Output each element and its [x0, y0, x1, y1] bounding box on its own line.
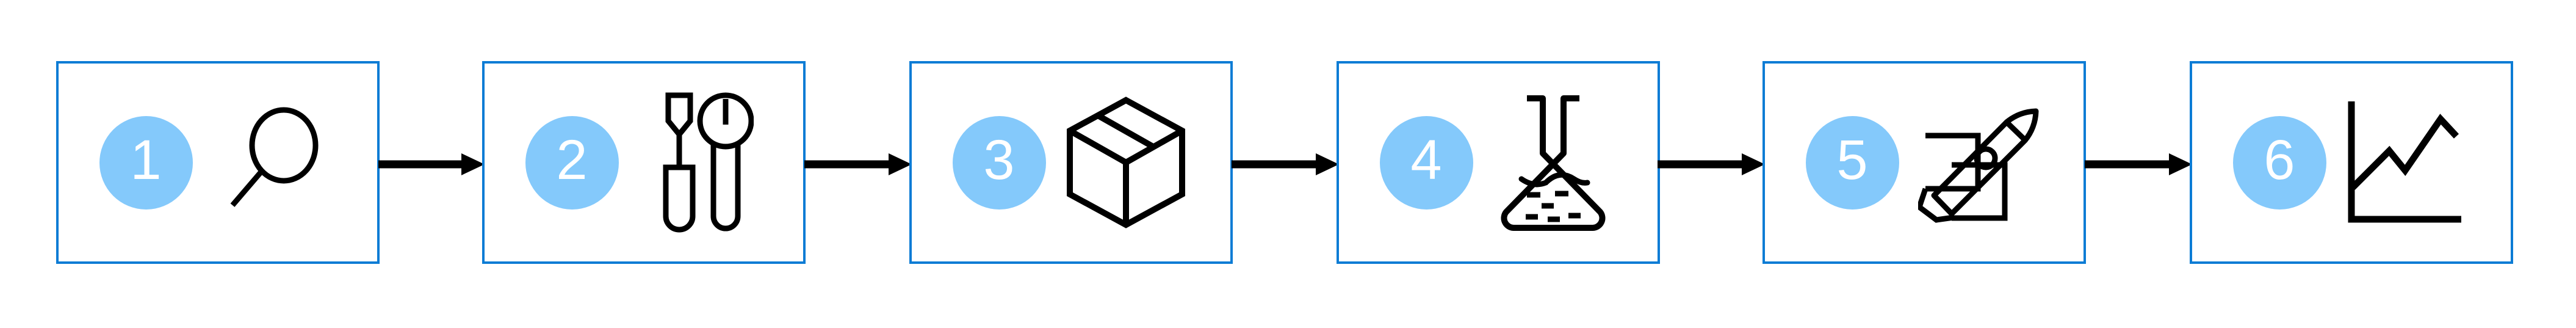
flow-arrow-3-to-4	[1232, 153, 1339, 175]
step-number-5: 5	[1836, 129, 1868, 191]
flow-arrow-1-to-2	[378, 153, 485, 175]
process-step-4[interactable]: 4	[1337, 61, 1660, 264]
screwdriver-and-wrench-icon	[635, 89, 763, 236]
step-number-badge-2: 2	[525, 115, 619, 210]
process-step-6[interactable]: 6	[2190, 61, 2513, 264]
line-chart-icon	[2342, 89, 2470, 236]
flow-arrow-4-to-5	[1658, 153, 1765, 175]
flow-arrow-5-to-6	[2085, 153, 2192, 175]
step-number-6: 6	[2264, 129, 2295, 191]
process-step-5[interactable]: 5	[1762, 61, 2086, 264]
step-number-4: 4	[1410, 129, 1442, 191]
process-step-2[interactable]: 2	[482, 61, 806, 264]
step-number-badge-6: 6	[2232, 115, 2326, 210]
step-number-1: 1	[130, 129, 162, 191]
step-number-badge-1: 1	[99, 115, 193, 210]
erlenmeyer-flask-icon	[1489, 89, 1617, 236]
package-box-icon	[1062, 89, 1190, 236]
step-number-2: 2	[556, 129, 588, 191]
magnifying-glass-icon	[209, 89, 337, 236]
step-number-badge-3: 3	[952, 115, 1046, 210]
step-number-3: 3	[983, 129, 1015, 191]
process-step-3[interactable]: 3	[909, 61, 1233, 264]
step-number-badge-4: 4	[1379, 115, 1473, 210]
flow-arrow-2-to-3	[804, 153, 912, 175]
process-step-1[interactable]: 1	[56, 61, 380, 264]
step-number-badge-5: 5	[1805, 115, 1899, 210]
rocket-icon	[1915, 89, 2043, 236]
